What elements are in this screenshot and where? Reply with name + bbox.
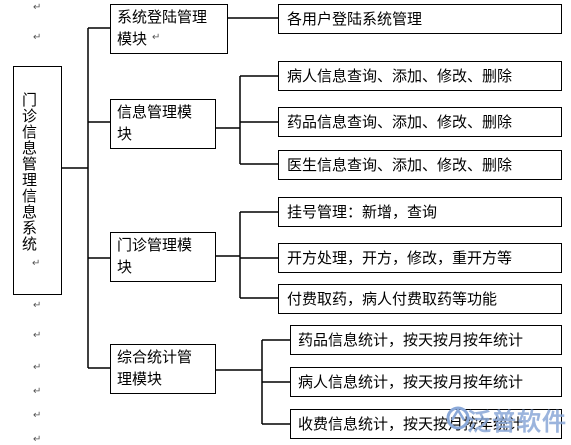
module-1-label-line1: 系统登陆管理 <box>117 8 208 26</box>
leaf-3-2-label: 开方处理，开方，修改，重开方等 <box>287 249 513 267</box>
watermark-text: 泛普软件 <box>467 408 567 436</box>
leaf-node-2-2 <box>278 107 562 137</box>
leaf-node-3-1 <box>278 197 562 227</box>
leaf-4-2-label: 病人信息统计，按天按月按年统计 <box>298 373 524 391</box>
leaf-node-1-1 <box>278 4 562 34</box>
leaf-4-1-label: 药品信息统计，按天按月按年统计 <box>298 331 524 349</box>
root-label: 门诊信息管理信息系统 <box>22 91 38 253</box>
leaf-node-4-1 <box>290 325 562 355</box>
leaf-3-1-label: 挂号管理：新增，查询 <box>287 203 438 221</box>
module-3-label-line1: 门诊管理模 <box>117 236 193 254</box>
module-1-label-line2: 模块 <box>117 30 148 48</box>
return-mark: ↵ <box>32 258 41 269</box>
return-mark: ↵ <box>33 300 42 311</box>
leaf-1-1-label: 各用户登陆系统管理 <box>287 10 423 28</box>
leaf-node-3-3 <box>278 284 562 314</box>
module-node-1 <box>110 4 228 54</box>
leaf-2-1-label: 病人信息查询、添加、修改、删除 <box>287 67 513 85</box>
return-mark: ↵ <box>33 410 42 421</box>
return-mark: ↵ <box>152 32 161 43</box>
leaf-node-2-3 <box>278 150 562 180</box>
leaf-2-2-label: 药品信息查询、添加、修改、删除 <box>287 113 513 131</box>
module-node-4 <box>110 344 216 394</box>
leaf-2-3-label: 医生信息查询、添加、修改、删除 <box>287 156 513 174</box>
module-node-3 <box>110 232 216 282</box>
leaf-node-2-1 <box>278 61 562 91</box>
module-node-2 <box>110 99 216 149</box>
module-2-label-line1: 信息管理模 <box>117 103 193 121</box>
module-4-label-line2: 理模块 <box>117 370 163 388</box>
return-mark: ↵ <box>33 2 42 13</box>
module-2-label-line2: 块 <box>117 125 133 143</box>
return-mark: ↵ <box>33 386 42 397</box>
leaf-node-4-3 <box>290 409 562 439</box>
leaf-3-3-label: 付费取药，病人付费取药等功能 <box>287 290 498 308</box>
return-mark: ↵ <box>33 32 42 43</box>
leaf-node-4-2 <box>290 367 562 397</box>
return-mark: ↵ <box>33 362 42 373</box>
watermark-logo-icon <box>446 406 470 430</box>
return-mark: ↵ <box>33 330 42 341</box>
return-mark: ↵ <box>33 434 42 445</box>
root-node <box>13 66 62 295</box>
leaf-node-3-2 <box>278 243 562 273</box>
module-4-label-line1: 综合统计管 <box>117 348 193 366</box>
module-3-label-line2: 块 <box>117 258 133 276</box>
